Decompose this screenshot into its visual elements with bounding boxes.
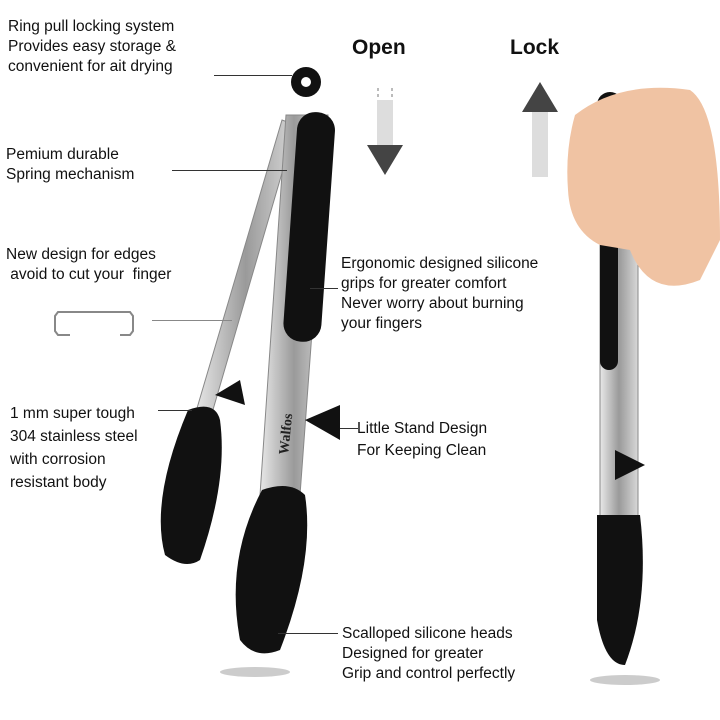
callout-line: your fingers — [341, 315, 422, 332]
leader-line — [172, 170, 287, 171]
leader-line — [158, 410, 192, 411]
callout-line: Scalloped silicone heads — [342, 625, 513, 642]
open-header: Open — [352, 36, 406, 59]
callout-line: 304 stainless steel — [10, 428, 138, 445]
closed-silicone-head — [597, 515, 643, 665]
shadow — [220, 667, 290, 677]
leader-line — [278, 633, 338, 634]
callout-edges: New design for edges avoid to cut your f… — [6, 245, 171, 285]
callout-line: resistant body — [10, 474, 107, 491]
leader-line — [310, 288, 338, 289]
callout-line: For Keeping Clean — [357, 442, 487, 459]
callout-steel: 1 mm super tough 304 stainless steel with … — [10, 402, 138, 494]
callout-line: Grip and control perfectly — [342, 665, 516, 682]
hand — [567, 87, 720, 286]
silicone-grip — [283, 112, 335, 342]
callout-line: avoid to cut your finger — [6, 266, 172, 283]
callout-line: Ergonomic designed silicone — [341, 255, 539, 272]
edge-profile-icon — [54, 311, 134, 336]
callout-line: Designed for greater — [342, 645, 484, 662]
lock-header: Lock — [510, 36, 560, 59]
leader-line — [340, 428, 358, 429]
callout-line: grips for greater comfort — [341, 275, 507, 292]
callout-line: Pemium durable — [6, 146, 119, 163]
leader-line — [214, 75, 292, 76]
callout-line: Provides easy storage & — [8, 38, 177, 55]
silicone-head-left — [160, 406, 222, 564]
callout-grips: Ergonomic designed silicone grips for gre… — [341, 254, 538, 334]
callout-line: with corrosion — [10, 451, 106, 468]
silicone-head-right — [235, 486, 308, 654]
arrow-down-icon — [367, 88, 403, 175]
callout-line: New design for edges — [6, 246, 156, 263]
callout-line: Never worry about burning — [341, 295, 524, 312]
callout-line: convenient for ait drying — [8, 58, 173, 75]
leader-line — [152, 320, 232, 321]
callout-line: Ring pull locking system — [8, 18, 175, 35]
callout-line: Spring mechanism — [6, 166, 135, 183]
callout-line: Little Stand Design — [357, 420, 488, 437]
shadow — [590, 675, 660, 685]
stand-icon — [305, 405, 340, 440]
brand-logo: Walfos — [277, 412, 296, 455]
arrow-up-icon — [522, 82, 558, 177]
callout-line: 1 mm super tough — [10, 405, 135, 422]
